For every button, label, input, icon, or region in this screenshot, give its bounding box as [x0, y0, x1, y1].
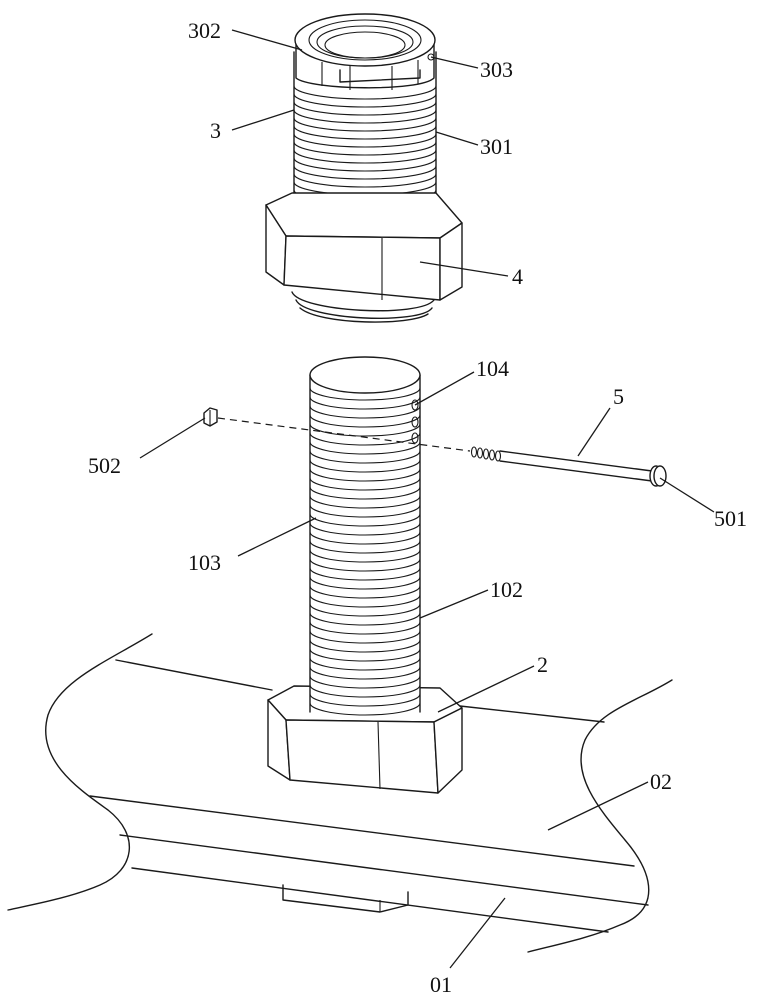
- thread-ring: [309, 414, 421, 428]
- label-502: 502: [88, 453, 121, 478]
- thread-ring: [309, 522, 421, 536]
- label-301: 301: [480, 134, 513, 159]
- thread-ring: [309, 513, 421, 527]
- thread-ring: [293, 133, 437, 148]
- label-02: 02: [650, 769, 672, 794]
- label-2: 2: [537, 652, 548, 677]
- thread-ring: [309, 387, 421, 401]
- thread-ring: [309, 585, 421, 599]
- thread-ring: [309, 558, 421, 572]
- thread-ring: [309, 396, 421, 410]
- thread-ring: [309, 450, 421, 464]
- leader-lines: [139, 29, 715, 969]
- thread-ring: [309, 576, 421, 590]
- thread-ring: [293, 157, 437, 172]
- thread-ring: [293, 125, 437, 140]
- thread-ring: [309, 675, 421, 689]
- thread-ring: [309, 477, 421, 491]
- label-104: 104: [476, 356, 509, 381]
- thread-ring: [293, 141, 437, 156]
- thread-ring: [309, 603, 421, 617]
- label-01: 01: [430, 972, 452, 997]
- label-501: 501: [714, 506, 747, 531]
- thread-ring: [293, 109, 437, 124]
- thread-ring: [309, 639, 421, 653]
- thread-ring: [309, 504, 421, 518]
- thread-ring: [309, 549, 421, 563]
- part-labels: 302 303 3 301 4 104 5 502 501 103 102 2 …: [88, 18, 747, 997]
- thread-ring: [309, 423, 421, 437]
- thread-ring: [309, 657, 421, 671]
- threaded-sleeve: [265, 13, 463, 323]
- thread-ring: [309, 621, 421, 635]
- thread-ring: [293, 93, 437, 108]
- thread-ring: [309, 405, 421, 419]
- slotted-crown: [294, 13, 436, 90]
- thread-ring: [309, 540, 421, 554]
- locking-pin-assembly: [203, 407, 667, 487]
- thread-ring: [293, 149, 437, 164]
- label-3: 3: [210, 118, 221, 143]
- thread-ring: [309, 441, 421, 455]
- thread-ring: [309, 630, 421, 644]
- stud-thread-rings: [309, 387, 421, 716]
- thread-ring: [309, 486, 421, 500]
- pin-thread: [470, 446, 502, 462]
- thread-ring: [309, 432, 421, 446]
- base-plate: [7, 633, 673, 953]
- threaded-stud: [309, 356, 421, 716]
- hex-nut: [265, 192, 463, 323]
- label-302: 302: [188, 18, 221, 43]
- thread-ring: [309, 693, 421, 707]
- thread-ring: [293, 85, 437, 100]
- thread-ring: [309, 468, 421, 482]
- thread-ring: [309, 684, 421, 698]
- thread-ring: [309, 531, 421, 545]
- thread-ring: [293, 165, 437, 180]
- thread-ring: [309, 666, 421, 680]
- thread-ring: [309, 567, 421, 581]
- label-103: 103: [188, 550, 221, 575]
- thread-ring: [309, 594, 421, 608]
- thread-ring: [309, 459, 421, 473]
- thread-ring: [309, 702, 421, 716]
- thread-ring: [309, 648, 421, 662]
- thread-ring: [293, 173, 437, 188]
- label-102: 102: [490, 577, 523, 602]
- thread-ring: [293, 101, 437, 116]
- thread-ring: [293, 117, 437, 132]
- thread-ring: [309, 612, 421, 626]
- label-303: 303: [480, 57, 513, 82]
- thread-ring: [309, 495, 421, 509]
- label-5: 5: [613, 384, 624, 409]
- label-4: 4: [512, 264, 523, 289]
